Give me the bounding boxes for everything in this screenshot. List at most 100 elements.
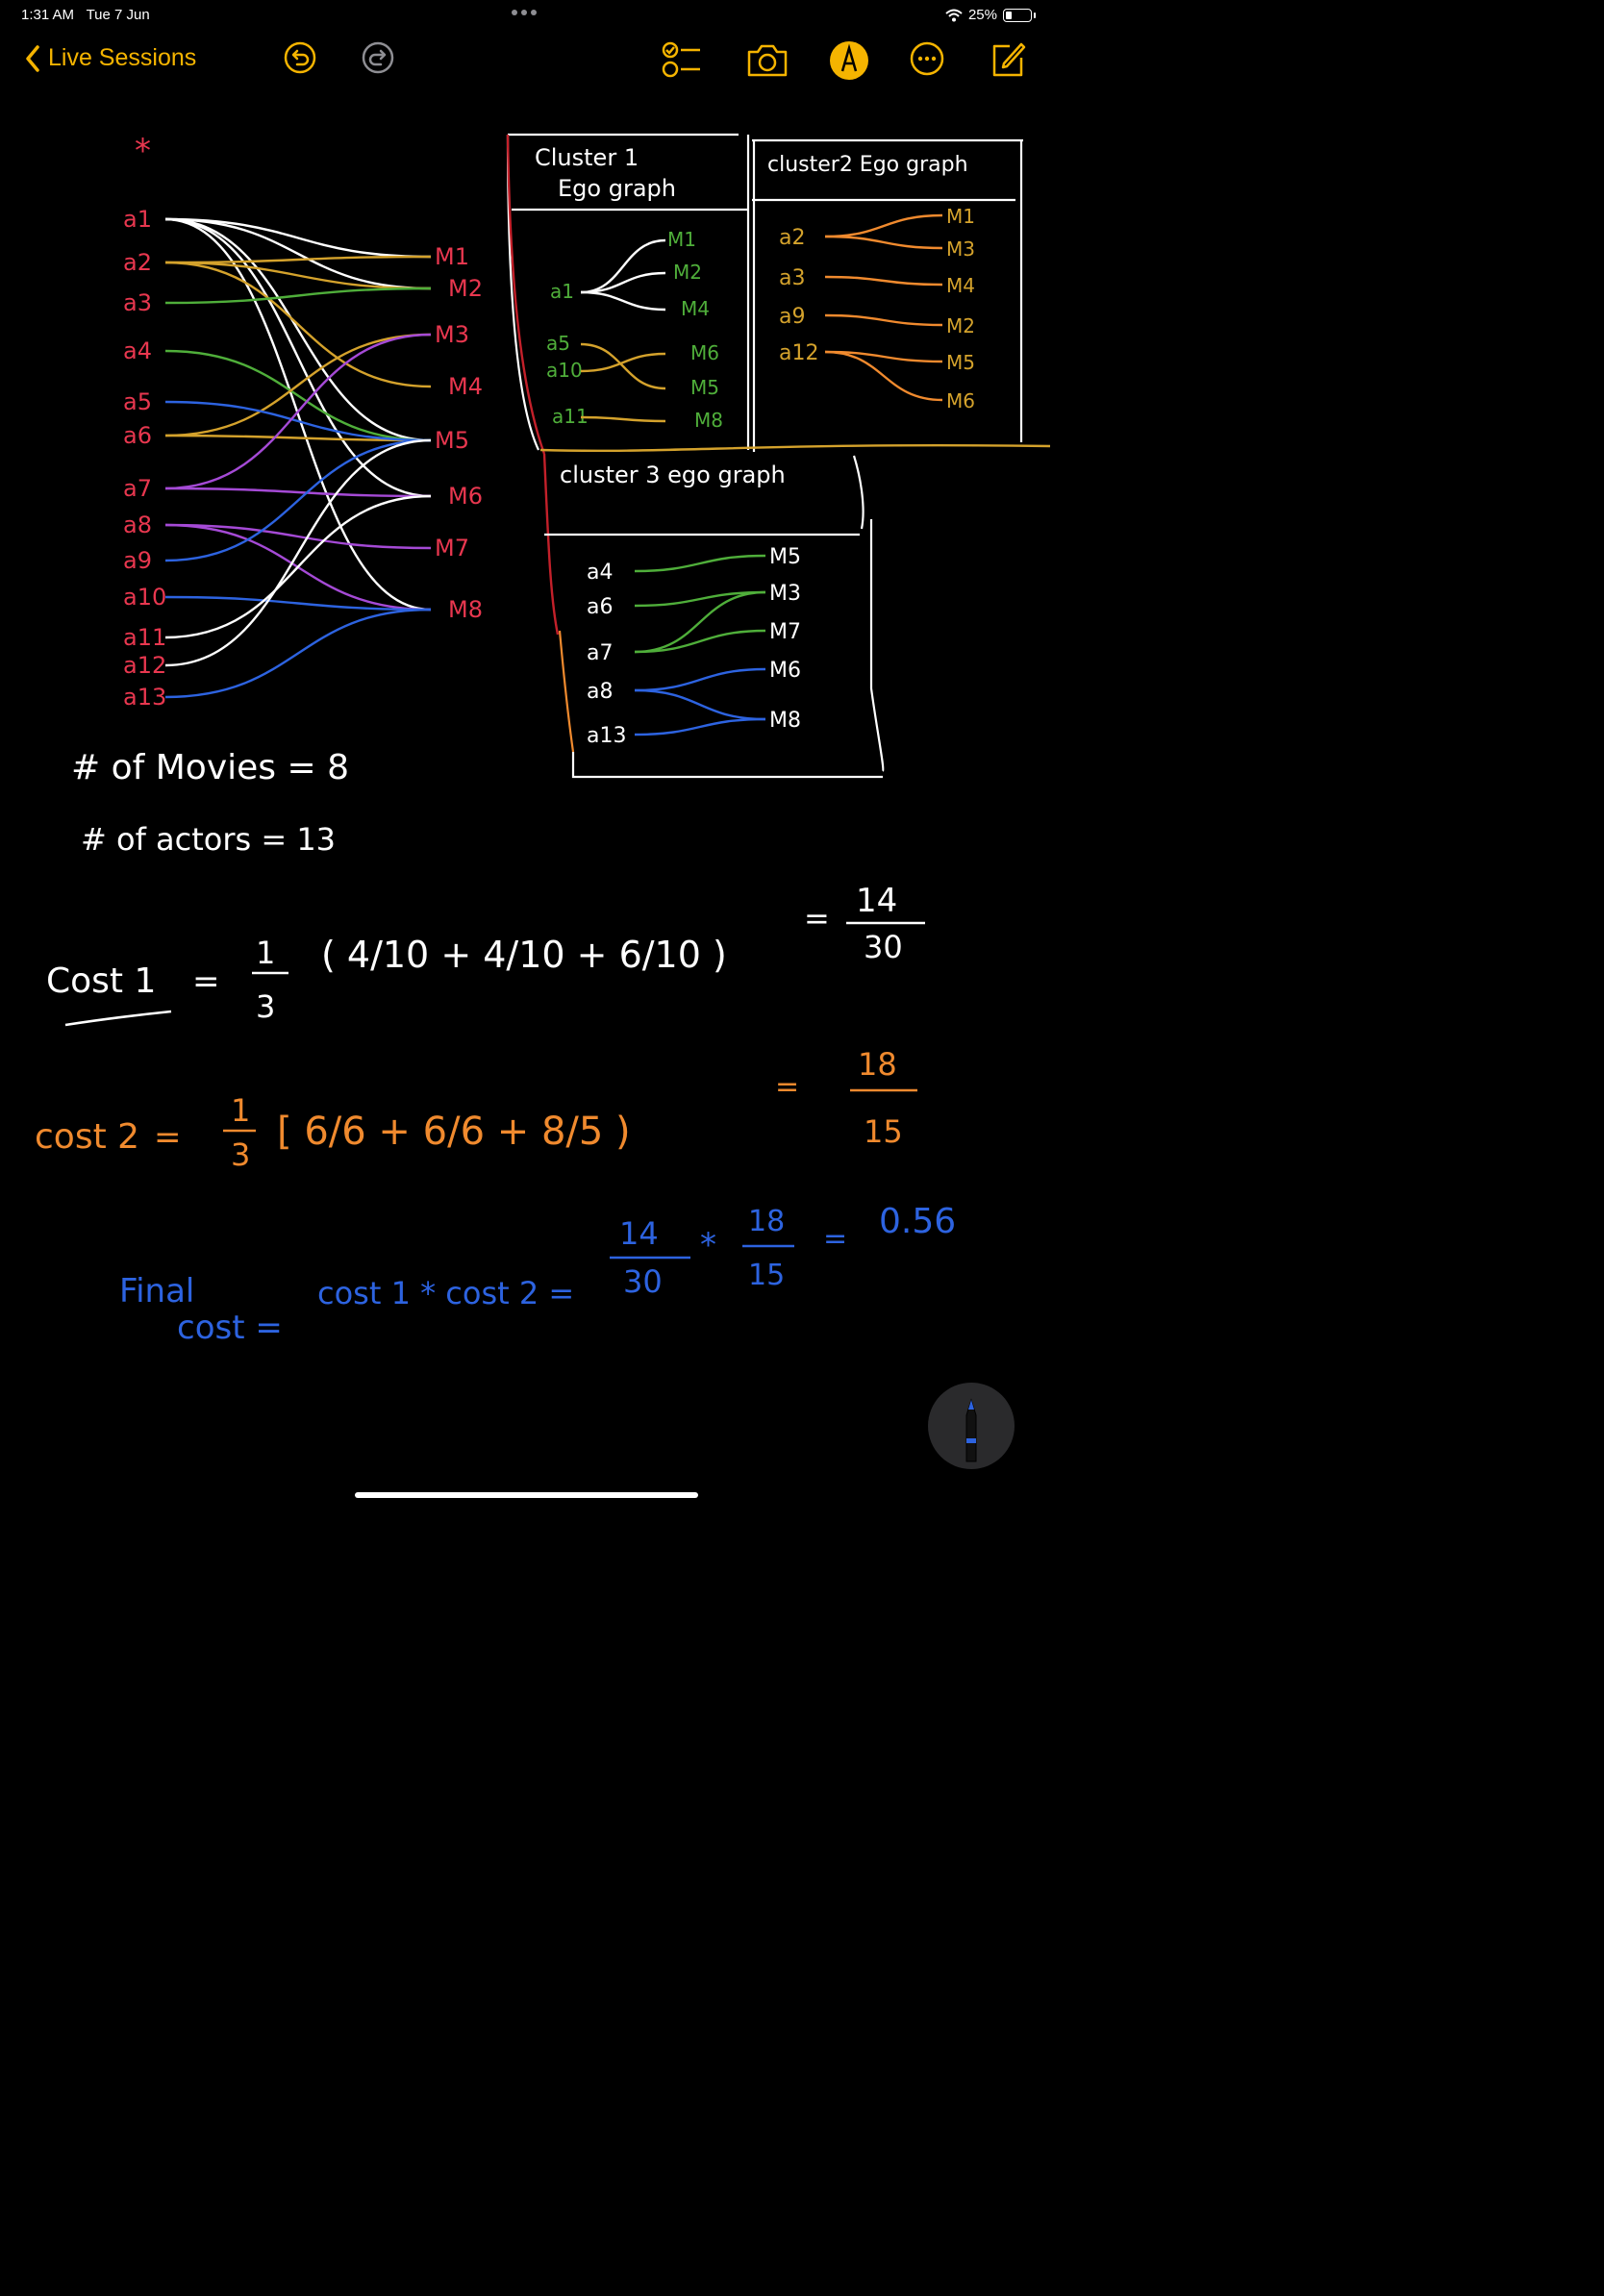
cluster1-edge <box>580 342 666 390</box>
edge-line <box>164 217 432 498</box>
cluster2-actor: a9 <box>779 305 805 329</box>
actor-label: a6 <box>123 422 152 449</box>
cost2-label: cost 2 <box>35 1117 139 1157</box>
cluster2-edge <box>824 275 943 287</box>
cluster1-movie: M8 <box>694 409 723 432</box>
cluster2-edge <box>824 350 943 402</box>
cost2-result-den: 15 <box>864 1113 903 1150</box>
cost2-frac-num: 1 <box>231 1092 250 1129</box>
final-eq: = <box>823 1222 847 1256</box>
cluster2-movie: M3 <box>946 237 975 261</box>
edge-line <box>164 333 432 437</box>
camera-icon[interactable] <box>745 40 789 79</box>
final-a-den: 30 <box>623 1263 663 1300</box>
markup-icon[interactable] <box>829 40 869 81</box>
edge-line <box>164 349 432 442</box>
cluster3-movie: M3 <box>769 582 801 606</box>
final-label-line1: Final <box>119 1272 194 1310</box>
movie-label: M5 <box>435 427 469 454</box>
edge-line <box>164 438 432 562</box>
compose-icon[interactable] <box>989 40 1027 79</box>
cluster2-movie: M1 <box>946 205 975 228</box>
cluster3-movie: M7 <box>769 620 801 644</box>
cost1-eq2: = <box>804 900 830 936</box>
undo-icon[interactable] <box>283 40 317 75</box>
edge-line <box>164 434 432 442</box>
cluster2-movie: M5 <box>946 351 975 374</box>
cluster1-movie: M5 <box>690 376 719 399</box>
actor-label: a11 <box>123 624 166 651</box>
movie-label: M4 <box>448 373 483 400</box>
cluster1-movie: M2 <box>673 261 702 284</box>
cost2-equation: cost 2 = 1 3 [ 6/6 + 6/6 + 8/5 ) = 18 15 <box>35 1046 917 1173</box>
edge-line <box>164 523 432 550</box>
cluster1-edge <box>580 238 666 294</box>
cost1-equation: Cost 1 = 1 3 ( 4/10 + 4/10 + 6/10 ) = 14… <box>46 882 925 1027</box>
cost2-terms: [ 6/6 + 6/6 + 8/5 ) <box>277 1110 631 1154</box>
checklist-icon[interactable] <box>662 40 702 79</box>
movies-count: # of Movies = 8 <box>71 748 349 787</box>
redo-icon[interactable] <box>361 40 395 75</box>
actor-label: a3 <box>123 289 152 316</box>
actor-label: a8 <box>123 512 152 538</box>
cluster1-box: Cluster 1 Ego graph a1a5a10a11M1M2M4M6M5… <box>506 133 750 636</box>
wifi-icon <box>945 9 963 21</box>
status-time: 1:31 AM Tue 7 Jun <box>21 7 150 23</box>
cluster3-edge <box>634 688 766 721</box>
cluster1-actor: a1 <box>550 280 574 303</box>
cluster3-actor: a4 <box>587 561 613 585</box>
cluster3-movie: M8 <box>769 709 801 733</box>
cost1-frac-num: 1 <box>256 935 275 971</box>
cost1-result-num: 14 <box>856 882 897 920</box>
edge-line <box>164 333 432 490</box>
cluster3-edge <box>634 590 766 608</box>
chevron-left-icon <box>26 44 39 72</box>
movie-label: M6 <box>448 483 483 510</box>
cluster3-edge <box>634 629 766 654</box>
cost2-eq2: = <box>775 1070 799 1104</box>
edge-line <box>164 608 432 699</box>
actor-label: a13 <box>123 684 166 711</box>
edge-line <box>164 261 432 388</box>
final-op: * <box>700 1226 716 1264</box>
edge-line <box>164 400 432 442</box>
pencil-icon <box>965 1398 977 1462</box>
final-expr: cost 1 * cost 2 = <box>317 1275 574 1311</box>
cluster1-edge <box>580 271 666 294</box>
cluster1-title-line1: Cluster 1 <box>535 144 639 171</box>
movie-label: M7 <box>435 535 469 562</box>
final-b-num: 18 <box>748 1205 785 1238</box>
cluster3-actor: a13 <box>587 724 626 748</box>
actor-label: a12 <box>123 652 166 679</box>
cluster2-actor: a3 <box>779 266 805 290</box>
movie-label: M2 <box>448 275 483 302</box>
home-indicator[interactable] <box>355 1492 698 1498</box>
actors-count: # of actors = 13 <box>81 821 336 858</box>
movie-label: M8 <box>448 596 483 623</box>
cost2-frac-den: 3 <box>231 1136 250 1173</box>
cluster1-movie: M1 <box>667 228 696 251</box>
cost1-label: Cost 1 <box>46 961 156 1001</box>
cluster2-movie: M4 <box>946 274 975 297</box>
cluster1-title-line2: Ego graph <box>558 175 676 202</box>
multitasking-dots[interactable] <box>512 10 537 15</box>
pencil-tool-button[interactable] <box>928 1383 1015 1469</box>
star-mark: * <box>135 132 151 170</box>
actor-label: a7 <box>123 475 152 502</box>
edge-line <box>164 217 432 290</box>
cost1-eq: = <box>192 962 220 1001</box>
final-a-num: 14 <box>619 1215 659 1252</box>
status-right: 25% <box>945 7 1036 23</box>
cluster2-movie: M6 <box>946 389 975 412</box>
status-bar: 1:31 AM Tue 7 Jun 25% <box>0 0 1053 31</box>
cluster3-edge <box>634 554 766 573</box>
cluster1-edge <box>580 290 666 312</box>
back-button[interactable]: Live Sessions <box>25 44 196 72</box>
actor-label: a4 <box>123 337 152 364</box>
more-icon[interactable] <box>909 40 945 77</box>
cluster1-movie: M4 <box>681 297 710 320</box>
